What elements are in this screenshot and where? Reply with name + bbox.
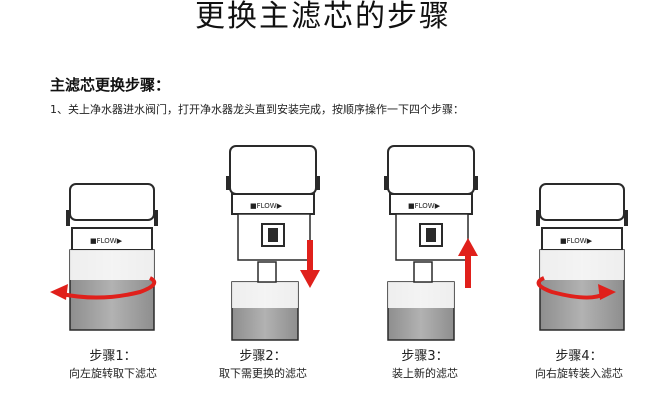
step1-filter-illustration: ■FLOW▶ [50,183,158,331]
step1-rotate-left-arrow [61,276,157,300]
step4-filter-illustration: ■FLOW▶ [536,183,628,331]
step2-label: 步骤2： [239,349,287,364]
page-title: 更换主滤芯的步骤 [195,0,451,34]
step1-cap [69,183,155,221]
step2-down-arrow-head [300,270,320,288]
step4-flow-logo: ■FLOW▶ [560,237,593,245]
step1-desc: 向左旋转取下滤芯 [69,367,157,380]
step3-flow-logo: ■FLOW▶ [408,202,441,210]
step4-label: 步骤4： [555,349,603,364]
step3-up-arrow-head [458,238,478,256]
step1-label: 步骤1： [89,349,137,364]
step2-down-arrow-shaft [307,240,313,270]
step4-cap [539,183,625,221]
step2-filter-illustration: ■FLOW▶ [226,145,320,341]
step2-flow-logo: ■FLOW▶ [250,202,283,210]
step3-label: 步骤3： [401,349,449,364]
step1-flow-logo: ■FLOW▶ [90,237,123,245]
step4-caption: 步骤4： 向右旋转装入滤芯 [499,348,646,382]
step2-head [229,145,317,195]
instruction-text: 1、关上净水器进水阀门，打开净水器龙头直到安装完成，按顺序操作一下四个步骤： [50,103,464,116]
step3-caption: 步骤3： 装上新的滤芯 [345,348,505,382]
step3-up-arrow-shaft [465,256,471,288]
step4-rotate-right-arrow [536,276,605,300]
step3-head [387,145,475,195]
step2-caption: 步骤2： 取下需更换的滤芯 [183,348,343,382]
section-title: 主滤芯更换步骤： [50,76,171,94]
step1-caption: 步骤1： 向左旋转取下滤芯 [33,348,193,382]
step3-filter-illustration: ■FLOW▶ [384,145,478,341]
step3-desc: 装上新的滤芯 [392,367,458,380]
step2-desc: 取下需更换的滤芯 [219,367,307,380]
step4-desc: 向右旋转装入滤芯 [535,367,623,380]
